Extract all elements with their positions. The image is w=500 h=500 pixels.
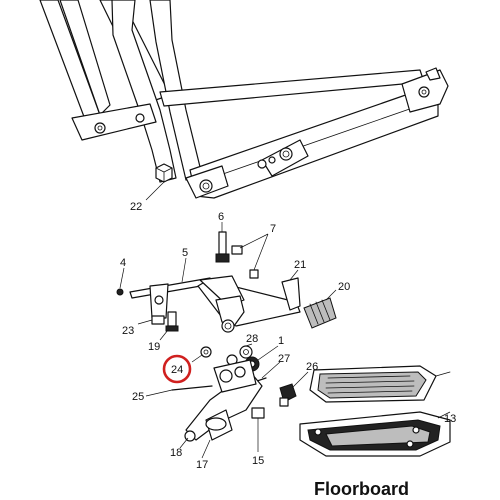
part-25-pin-rod: [145, 385, 213, 397]
part-19-bolt: [159, 311, 179, 341]
callout-13: 13: [444, 413, 456, 425]
callout-28: 28: [246, 333, 258, 345]
part-15-bolt: [251, 407, 265, 452]
callout-26: 26: [306, 361, 318, 373]
part-17-shaft: [201, 409, 233, 459]
callout-15: 15: [252, 455, 264, 467]
part-5-linkage-rod: [129, 257, 213, 319]
part-6-bolt: [215, 222, 230, 263]
callout-19: 19: [148, 341, 160, 353]
part-21-shift-lever: [197, 269, 301, 333]
floorboard-assembly: [299, 365, 451, 457]
part-4-bolt: [116, 267, 125, 296]
part-7-nut: [231, 233, 269, 279]
highlight-circle: [162, 354, 192, 384]
callout-22: 22: [130, 201, 142, 213]
callout-25: 25: [132, 391, 144, 403]
callout-5: 5: [182, 247, 188, 259]
callout-17: 17: [196, 459, 208, 471]
callout-27: 27: [278, 353, 290, 365]
callout-4: 4: [120, 257, 126, 269]
part-20-pedal: [303, 289, 337, 329]
callout-labels: 22 6 7 5 4 21 20 23 28 1 19 27 26 24 25 …: [120, 201, 456, 471]
part-18-brake-arm: [179, 359, 263, 449]
part-26-clip: [279, 371, 309, 407]
callout-24: 24: [171, 364, 183, 376]
part-24-washer: [191, 346, 212, 363]
diagram-caption: Floorboard: [314, 479, 409, 499]
callout-20: 20: [338, 281, 350, 293]
part-23-nut: [137, 315, 165, 325]
frame-assembly: [39, 0, 449, 199]
callout-21: 21: [294, 259, 306, 271]
callout-6: 6: [218, 211, 224, 223]
callout-23: 23: [122, 325, 134, 337]
callout-1: 1: [278, 335, 284, 347]
part-22-nut: [145, 163, 173, 201]
part-28-bushing: [226, 343, 253, 366]
callout-7: 7: [270, 223, 276, 235]
callout-18: 18: [170, 447, 182, 459]
